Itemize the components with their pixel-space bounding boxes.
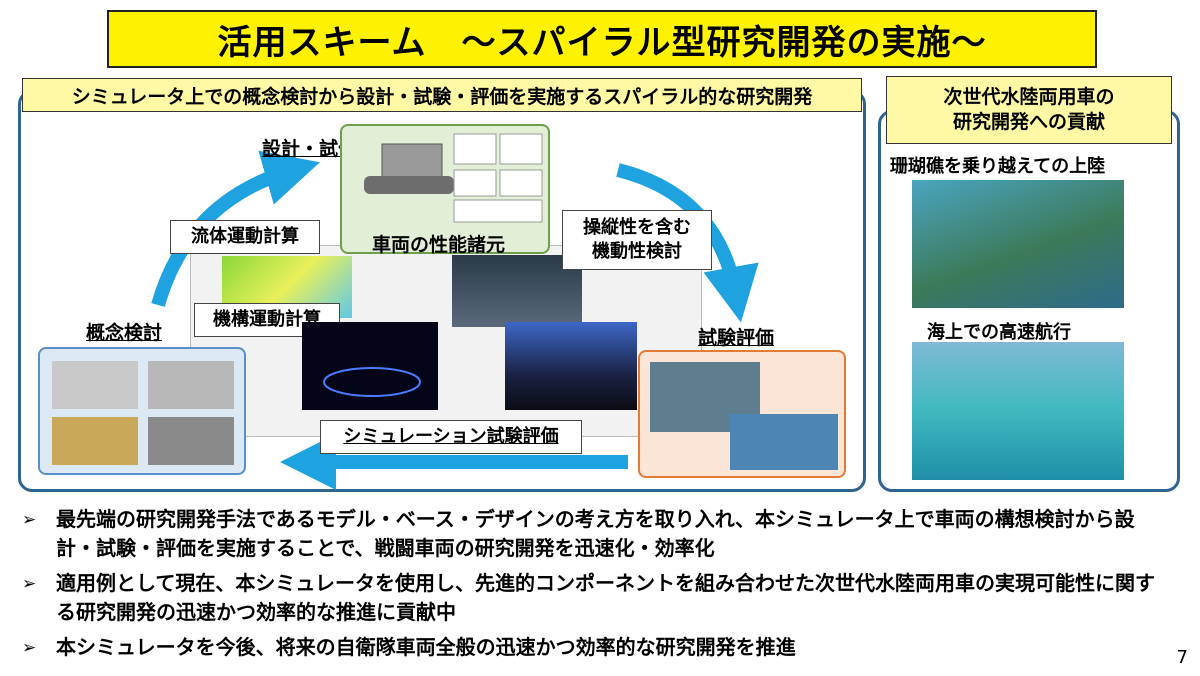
stage-design-label: 設計・試作 — [262, 138, 358, 160]
maneuver-callout: 操縦性を含む 機動性検討 — [562, 210, 712, 270]
track-wireframe — [323, 367, 421, 397]
test-box — [638, 350, 846, 478]
bullet-arrow-icon: ➢ — [22, 638, 37, 658]
mechanism-calc-callout: 機構運動計算 — [194, 303, 340, 337]
stage-test-label: 試験評価 — [698, 327, 775, 349]
reef-landing-caption: 珊瑚礁を乗り越えての上陸 — [890, 156, 1106, 177]
stage-concept-label: 概念検討 — [86, 322, 163, 344]
arrow-concept-to-design — [151, 150, 320, 307]
summary-bullets: ➢ 最先端の研究開発手法であるモデル・ベース・デザインの考え方を取り入れ、本シミ… — [22, 505, 1172, 668]
design-box — [340, 124, 550, 254]
test-photos — [650, 362, 838, 470]
reef-landing-image — [912, 180, 1124, 308]
high-speed-caption: 海上での高速航行 — [927, 322, 1071, 343]
bullet-item: ➢ 最先端の研究開発手法であるモデル・ベース・デザインの考え方を取り入れ、本シミ… — [22, 505, 1172, 563]
maneuver-simulation-image — [452, 255, 582, 327]
concept-vehicle-models — [52, 361, 234, 465]
simulator-cockpit-image — [505, 322, 637, 410]
bullet-text: 適用例として現在、本シミュレータを使用し、先進的コンポーネントを組み合わせた次世… — [56, 571, 1155, 624]
bullet-item: ➢ 本シミュレータを今後、将来の自衛隊車両全般の迅速かつ効率的な研究開発を推進 — [22, 633, 1172, 662]
bullet-arrow-icon: ➢ — [22, 574, 37, 594]
bullet-text: 本シミュレータを今後、将来の自衛隊車両全般の迅速かつ効率的な研究開発を推進 — [56, 635, 796, 659]
concept-box — [38, 347, 246, 475]
high-speed-image — [912, 342, 1124, 480]
bullet-text: 最先端の研究開発手法であるモデル・ベース・デザインの考え方を取り入れ、本シミュレ… — [56, 507, 1135, 560]
fluid-calc-callout: 流体運動計算 — [170, 220, 320, 254]
vehicle-specs-label: 車両の性能諸元 — [372, 234, 506, 256]
vehicle-design-diagram — [364, 133, 543, 223]
contribution-panel-header: 次世代水陸両用車の 研究開発への貢献 — [886, 76, 1172, 144]
bullet-arrow-icon: ➢ — [22, 510, 37, 530]
simulation-eval-callout: シミュレーション試験評価 — [320, 420, 582, 454]
bullet-item: ➢ 適用例として現在、本シミュレータを使用し、先進的コンポーネントを組み合わせた… — [22, 569, 1172, 627]
page-number: 7 — [1176, 647, 1188, 668]
spiral-panel-header: シミュレータ上での概念検討から設計・試験・評価を実施するスパイラル的な研究開発 — [22, 78, 862, 112]
mechanism-simulation-image — [302, 322, 438, 410]
page-title: 活用スキーム ～スパイラル型研究開発の実施～ — [107, 10, 1097, 68]
